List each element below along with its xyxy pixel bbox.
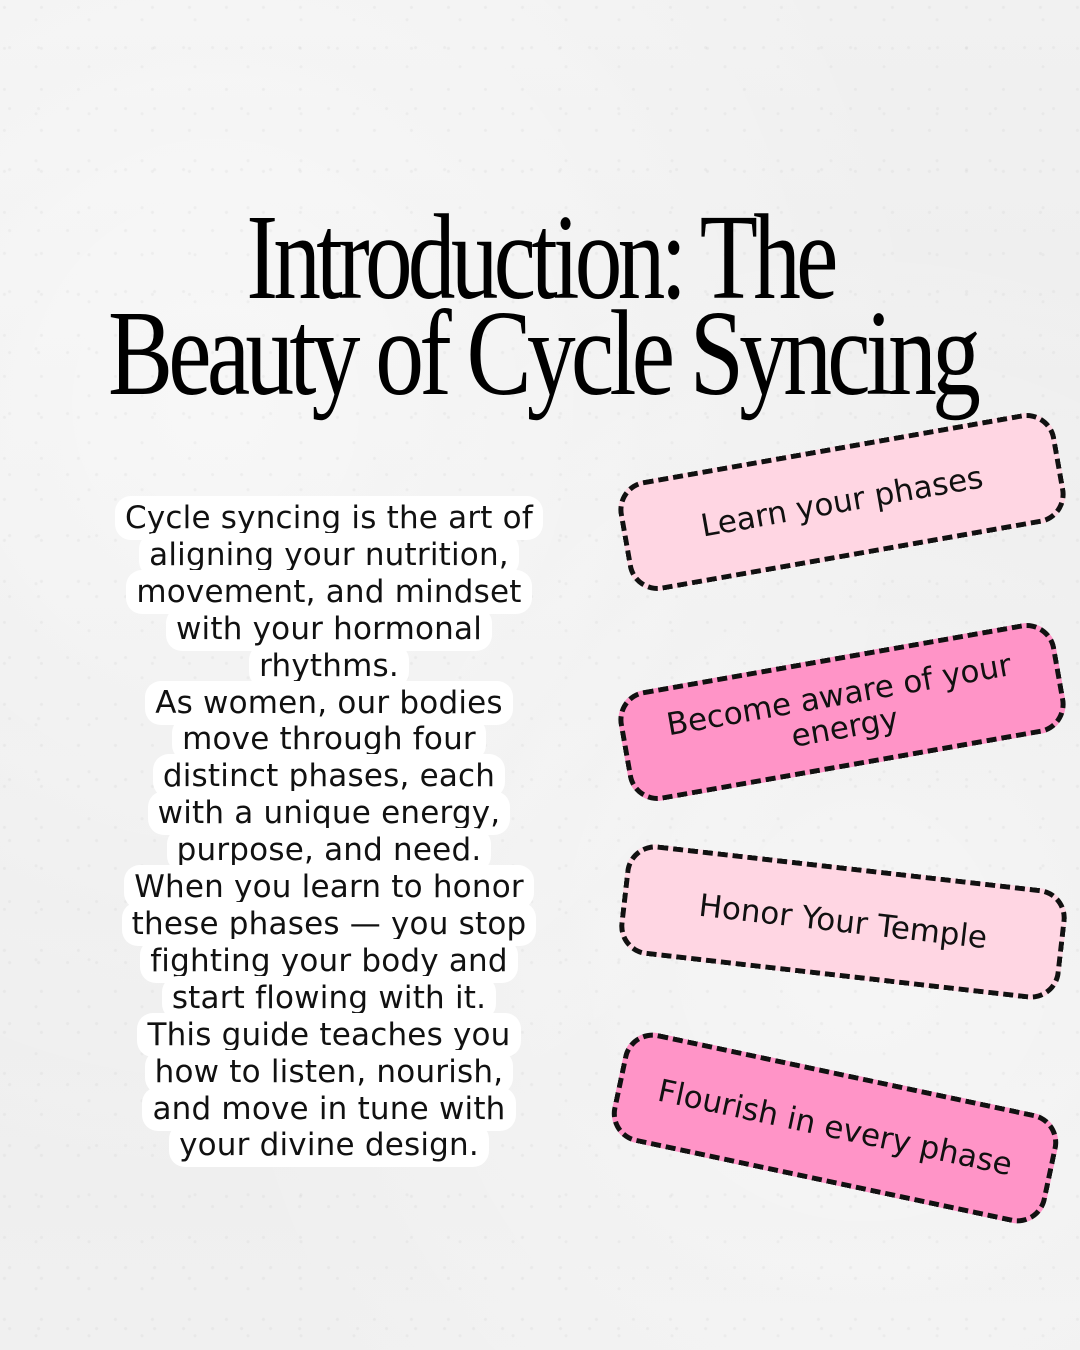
text-line: these phases — you stop [121, 901, 537, 946]
title-line-1: Introduction: The [246, 189, 838, 325]
text-line: aligning your nutrition, [139, 532, 519, 577]
text-line: start flowing with it. [161, 975, 497, 1020]
text-line: distinct phases, each [152, 754, 506, 799]
text-line: As women, our bodies [145, 680, 513, 725]
text-line: When you learn to honor [124, 865, 534, 910]
text-line: rhythms. [249, 643, 409, 688]
text-line: fighting your body and [140, 938, 518, 983]
text-line: move through four [172, 717, 486, 762]
paragraph-definition: Cycle syncing is the art of aligning you… [84, 496, 574, 688]
tag-label: Become aware of your energy [663, 647, 1015, 755]
tag-label: Learn your phases [698, 458, 986, 545]
text-line: how to listen, nourish, [144, 1049, 514, 1094]
paragraph-guide: This guide teaches you how to listen, no… [84, 1012, 574, 1168]
text-line: purpose, and need. [166, 828, 492, 873]
text-line: This guide teaches you [137, 1012, 521, 1057]
text-line: movement, and mindset [126, 569, 532, 614]
tag-learn-your-phases: Learn your phases [613, 408, 1071, 596]
intro-body-text: Cycle syncing is the art of aligning you… [84, 496, 574, 1168]
tag-become-aware-of-energy: Become aware of your energy [613, 618, 1071, 806]
paragraph-phases: As women, our bodies move through four d… [84, 680, 574, 873]
tag-label: Honor Your Temple [697, 887, 990, 956]
paragraph-honor: When you learn to honor these phases — y… [84, 865, 574, 1020]
text-line: with a unique energy, [147, 791, 511, 836]
text-line: Cycle syncing is the art of [115, 496, 543, 540]
title-line-2: Beauty of Cycle Syncing [108, 285, 981, 421]
tag-label: Flourish in every phase [654, 1072, 1016, 1183]
text-line: and move in tune with [142, 1086, 516, 1131]
tag-honor-your-temple: Honor Your Temple [616, 841, 1070, 1003]
page-title: Introduction: The Beauty of Cycle Syncin… [0, 189, 1080, 421]
text-line: with your hormonal [165, 606, 493, 651]
text-line: your divine design. [169, 1123, 489, 1168]
tag-flourish-in-every-phase: Flourish in every phase [606, 1027, 1064, 1229]
